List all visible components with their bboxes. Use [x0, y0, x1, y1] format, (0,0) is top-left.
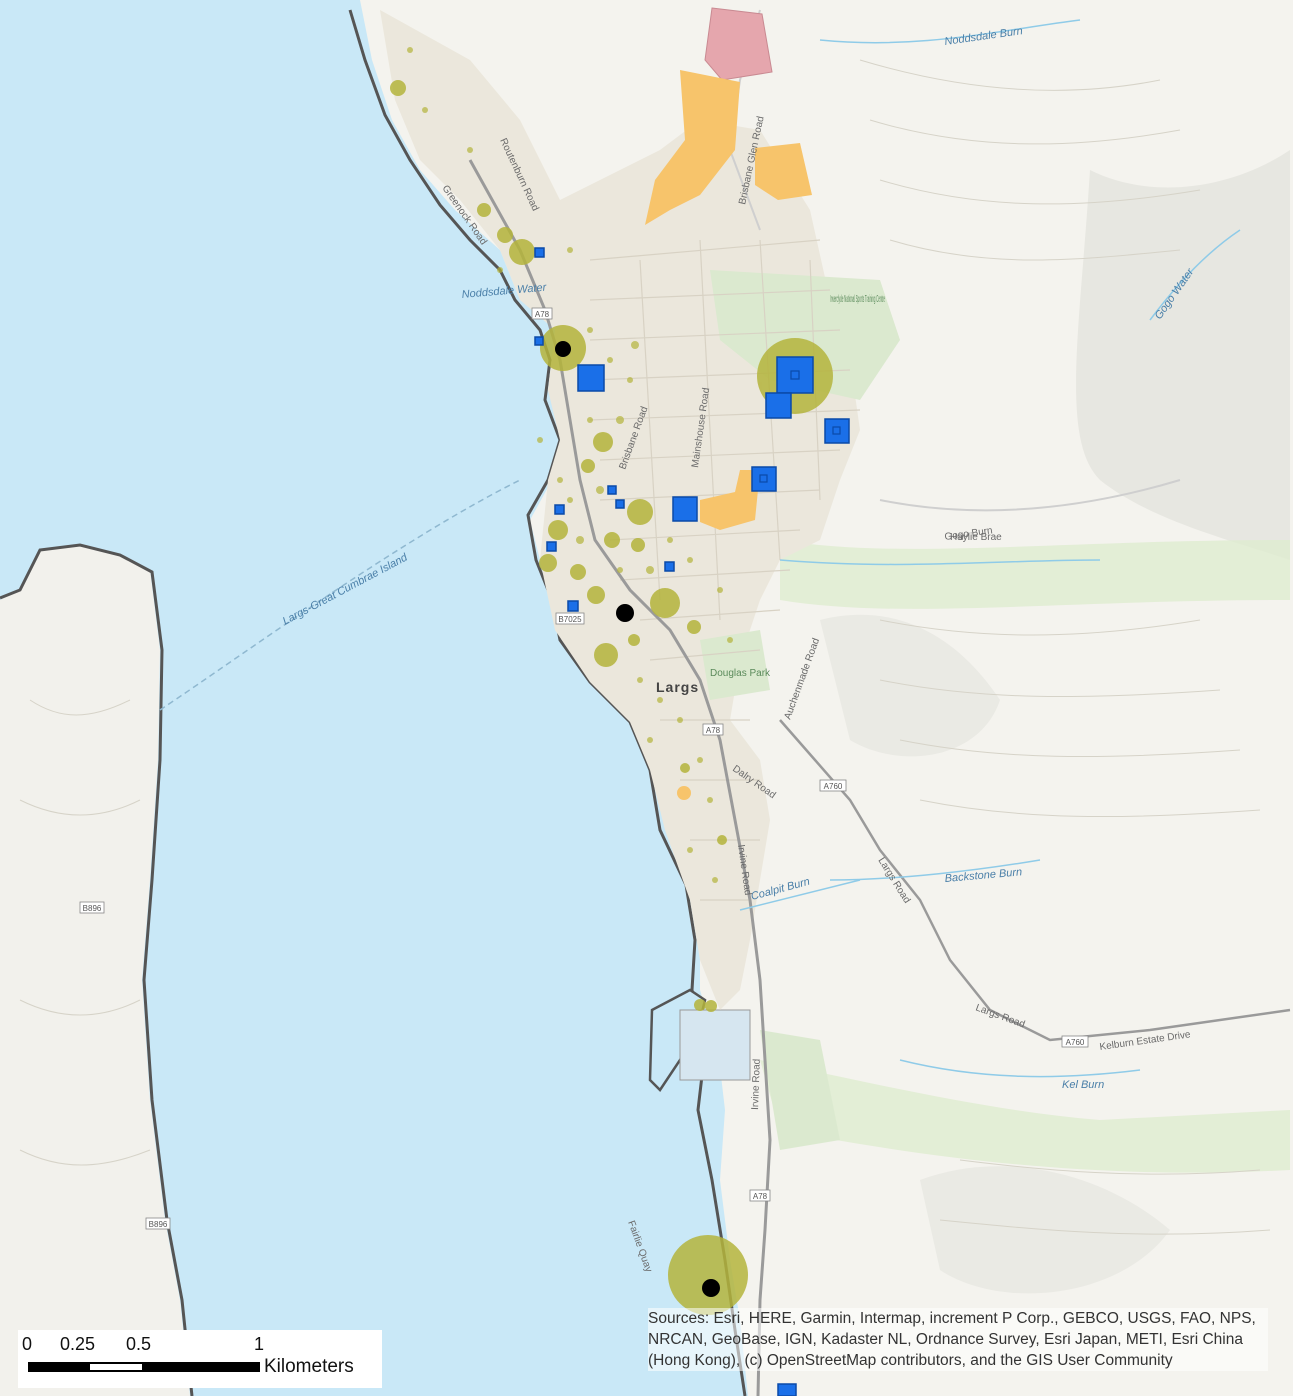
square-marker-icon — [777, 1383, 797, 1396]
blue-markers — [534, 247, 850, 1396]
circle-marker-icon — [687, 620, 701, 634]
shield-a760-north: A760 — [824, 782, 843, 791]
circle-marker-icon — [668, 1235, 748, 1315]
olive-dots — [407, 47, 733, 883]
road-shields: A78 A78 A760 A760 B7025 B896 B896 A78 — [79, 307, 1089, 1230]
circle-marker-icon — [650, 588, 680, 618]
shield-a78-north: A78 — [535, 310, 550, 319]
label-irvine-road-south: Irvine Road — [750, 1059, 763, 1110]
square-marker-icon — [567, 600, 579, 612]
circle-marker-icon — [593, 432, 613, 452]
square-marker-icon — [824, 418, 850, 444]
square-marker-icon — [765, 392, 792, 419]
contours — [19, 59, 1271, 1235]
square-marker-icon — [672, 496, 698, 522]
streams — [739, 19, 1241, 1078]
circle-marker-icon — [548, 520, 568, 540]
circle-marker-icon — [680, 763, 690, 773]
circle-marker-icon — [604, 532, 620, 548]
shield-b7025: B7025 — [558, 615, 582, 624]
circle-marker-icon — [627, 499, 653, 525]
orange-area — [677, 786, 691, 800]
square-marker-icon — [577, 364, 605, 392]
square-marker-icon — [751, 466, 777, 492]
scale-tick-1: 1 — [254, 1334, 265, 1354]
orange-area — [755, 143, 812, 200]
point-marker-icon — [616, 604, 634, 622]
circle-marker-icon — [705, 1000, 717, 1012]
orange-area — [645, 70, 740, 225]
circle-marker-icon — [509, 239, 535, 265]
circle-marker-icon — [631, 538, 645, 552]
scale-segment — [88, 1362, 144, 1372]
shield-a78-south: A78 — [753, 1192, 768, 1201]
green-valley — [780, 540, 1290, 609]
scale-tick-0: 0 — [22, 1334, 33, 1354]
circle-marker-icon — [717, 835, 727, 845]
point-marker-icon — [702, 1279, 720, 1297]
circle-marker-icon — [594, 643, 618, 667]
scale-tick-0-25: 0.25 — [60, 1334, 96, 1354]
shield-b896-north: B896 — [83, 904, 102, 913]
street-grid — [589, 239, 861, 901]
marina — [679, 1009, 751, 1081]
shield-b896-south: B896 — [149, 1220, 168, 1229]
label-sports-centre: Inverclyde National Sports Training Cent… — [830, 294, 885, 305]
hill-shade — [1076, 150, 1290, 560]
label-douglas-park: Douglas Park — [710, 668, 771, 679]
label-kel-burn: Kel Burn — [1062, 1079, 1104, 1091]
circle-marker-icon — [477, 203, 491, 217]
square-marker-icon — [546, 541, 557, 552]
square-marker-icon — [554, 504, 565, 515]
label-haylie-brae: Haylie Brae — [950, 532, 1002, 543]
circle-marker-icon — [539, 554, 557, 572]
map-attribution: Sources: Esri, HERE, Garmin, Intermap, i… — [648, 1308, 1268, 1371]
square-marker-icon — [776, 356, 814, 394]
scale-segment — [28, 1362, 88, 1372]
firth-water — [0, 0, 748, 1396]
park-south — [760, 1030, 840, 1150]
circle-marker-icon — [497, 227, 513, 243]
ferry-route — [159, 479, 521, 711]
scale-tick-0-5: 0.5 — [126, 1334, 152, 1354]
island-land — [0, 545, 190, 1396]
road-minor — [879, 479, 1181, 512]
square-marker-icon — [607, 485, 617, 495]
circle-marker-icon — [570, 564, 586, 580]
square-marker-icon — [615, 499, 625, 509]
shield-a760-east: A760 — [1066, 1038, 1085, 1047]
black-points — [555, 341, 720, 1297]
square-marker-icon — [664, 561, 675, 572]
marker-inner — [759, 370, 841, 483]
orange-area — [700, 470, 760, 530]
label-town-largs: Largs — [656, 679, 699, 695]
scale-segment — [144, 1362, 260, 1372]
scale-unit: Kilometers — [264, 1356, 354, 1377]
scale-bar: 0 0.25 0.5 1 Kilometers — [18, 1330, 382, 1388]
urban-area — [380, 10, 860, 1010]
shield-a78-mid: A78 — [706, 726, 721, 735]
pink-area — [704, 7, 773, 81]
green-valley — [760, 1060, 1290, 1173]
circle-marker-icon — [628, 634, 640, 646]
square-marker-icon — [534, 336, 544, 346]
park-sports-centre — [710, 270, 900, 400]
coastline-island — [0, 543, 194, 1396]
square-marker-icon — [534, 247, 545, 258]
circle-marker-icon — [587, 586, 605, 604]
circle-marker-icon — [694, 999, 706, 1011]
circle-marker-icon — [390, 80, 406, 96]
point-marker-icon — [555, 341, 571, 357]
park-douglas — [700, 630, 770, 700]
circle-marker-icon — [581, 459, 595, 473]
